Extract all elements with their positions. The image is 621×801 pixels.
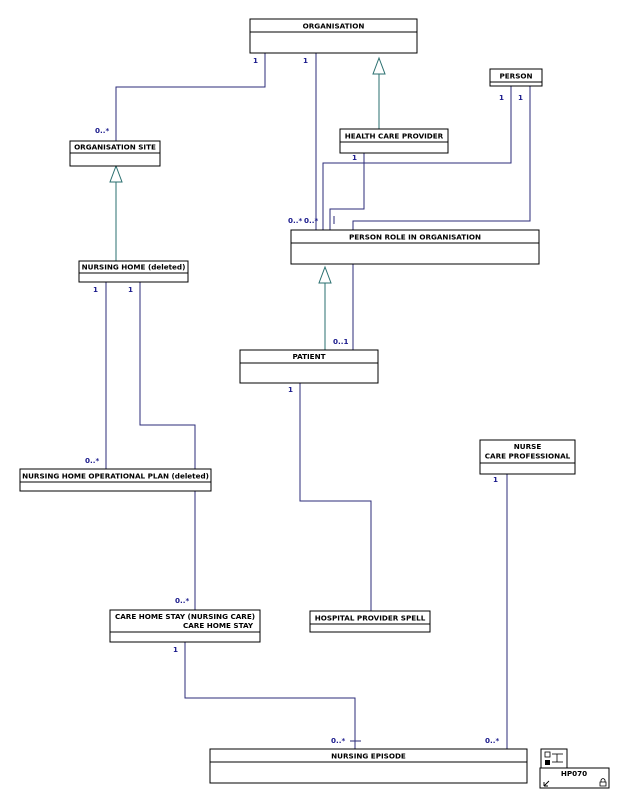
mult-nh-one-b: 1 — [128, 285, 133, 294]
class-health-care-provider-name: HEALTH CARE PROVIDER — [345, 132, 444, 141]
class-organisation-site[interactable]: ORGANISATION SITE — [69, 140, 161, 167]
mult-nurse-one: 1 — [493, 475, 498, 484]
class-nurse-name-line1: NURSE — [514, 442, 542, 451]
generalization-lines — [109, 56, 386, 350]
class-nursing-episode[interactable]: NURSING EPISODE — [209, 748, 528, 784]
mult-plan-many: 0..* — [85, 456, 99, 465]
mult-nh-one-a: 1 — [93, 285, 98, 294]
mult-site-many: 0..* — [95, 126, 109, 135]
class-person-role-name: PERSON ROLE IN ORGANISATION — [349, 233, 481, 242]
class-health-care-provider[interactable]: HEALTH CARE PROVIDER — [339, 128, 449, 154]
diagram-badge-code: HP070 — [561, 769, 587, 778]
mult-hcp-one: 1 — [352, 153, 357, 162]
class-nursing-home-operational-plan[interactable]: NURSING HOME OPERATIONAL PLAN (deleted) — [19, 468, 212, 492]
assoc-patient-spell — [299, 383, 372, 611]
class-person-role-in-organisation[interactable]: PERSON ROLE IN ORGANISATION — [290, 229, 540, 265]
assoc-hcp-role — [329, 153, 365, 230]
association-lines — [105, 53, 531, 749]
class-nursing-home[interactable]: NURSING HOME (deleted) — [78, 260, 189, 283]
class-operational-plan-name: NURSING HOME OPERATIONAL PLAN (deleted) — [22, 472, 209, 481]
mult-role-many-a: 0..* — [288, 216, 302, 225]
mult-care-home-one: 1 — [173, 645, 178, 654]
class-patient[interactable]: PATIENT — [239, 349, 379, 384]
class-nursing-episode-name: NURSING EPISODE — [331, 752, 406, 761]
class-patient-name: PATIENT — [292, 352, 325, 361]
mult-care-home-many: 0..* — [175, 596, 189, 605]
mult-person-one-b: 1 — [518, 93, 523, 102]
mult-org-role-one: 1 — [303, 56, 308, 65]
mult-episode-many-b: 0..* — [485, 736, 499, 745]
multiplicity-labels: 1 1 0..* 1 1 1 0..* 0..* 1 1 0..1 1 0..*… — [85, 56, 523, 745]
mult-person-one-a: 1 — [499, 93, 504, 102]
class-hospital-provider-spell[interactable]: HOSPITAL PROVIDER SPELL — [309, 610, 431, 633]
assoc-person-patient — [352, 86, 531, 350]
gen-arrow-role — [318, 265, 332, 284]
assoc-person-role — [322, 86, 512, 230]
mult-role-many-b: 0..* — [304, 216, 318, 225]
mult-episode-many-a: 0..* — [331, 736, 345, 745]
gen-arrow-site — [109, 164, 123, 183]
class-person-name: PERSON — [499, 72, 532, 81]
badge-lock-icon — [599, 778, 607, 787]
class-organisation-site-name: ORGANISATION SITE — [74, 143, 156, 152]
class-nursing-home-name: NURSING HOME (deleted) — [82, 263, 186, 272]
assoc-carehome-episode — [184, 642, 356, 749]
class-care-home-stay[interactable]: CARE HOME STAY (NURSING CARE) CARE HOME … — [109, 609, 261, 643]
mult-patient-one: 1 — [288, 385, 293, 394]
gen-arrow-organisation — [372, 56, 386, 75]
class-nurse-name-line2: CARE PROFESSIONAL — [485, 452, 571, 461]
assoc-organisation-site — [115, 53, 266, 141]
class-organisation-name: ORGANISATION — [303, 22, 365, 31]
badge-arrow-icon — [543, 780, 550, 787]
class-nurse-care-professional[interactable]: NURSE CARE PROFESSIONAL — [479, 439, 576, 475]
diagram-icon — [540, 748, 568, 769]
mult-org-site-one: 1 — [253, 56, 258, 65]
class-person[interactable]: PERSON — [489, 68, 543, 87]
diagram-badge[interactable]: HP070 — [539, 748, 610, 789]
mult-patient-role-opt: 0..1 — [333, 337, 348, 346]
class-care-home-name-line2: CARE HOME STAY — [183, 621, 254, 630]
class-hospital-spell-name: HOSPITAL PROVIDER SPELL — [315, 614, 426, 623]
class-care-home-name-line1: CARE HOME STAY (NURSING CARE) — [115, 612, 255, 621]
assoc-nursinghome-carehome — [139, 282, 196, 610]
class-organisation[interactable]: ORGANISATION — [249, 18, 418, 54]
